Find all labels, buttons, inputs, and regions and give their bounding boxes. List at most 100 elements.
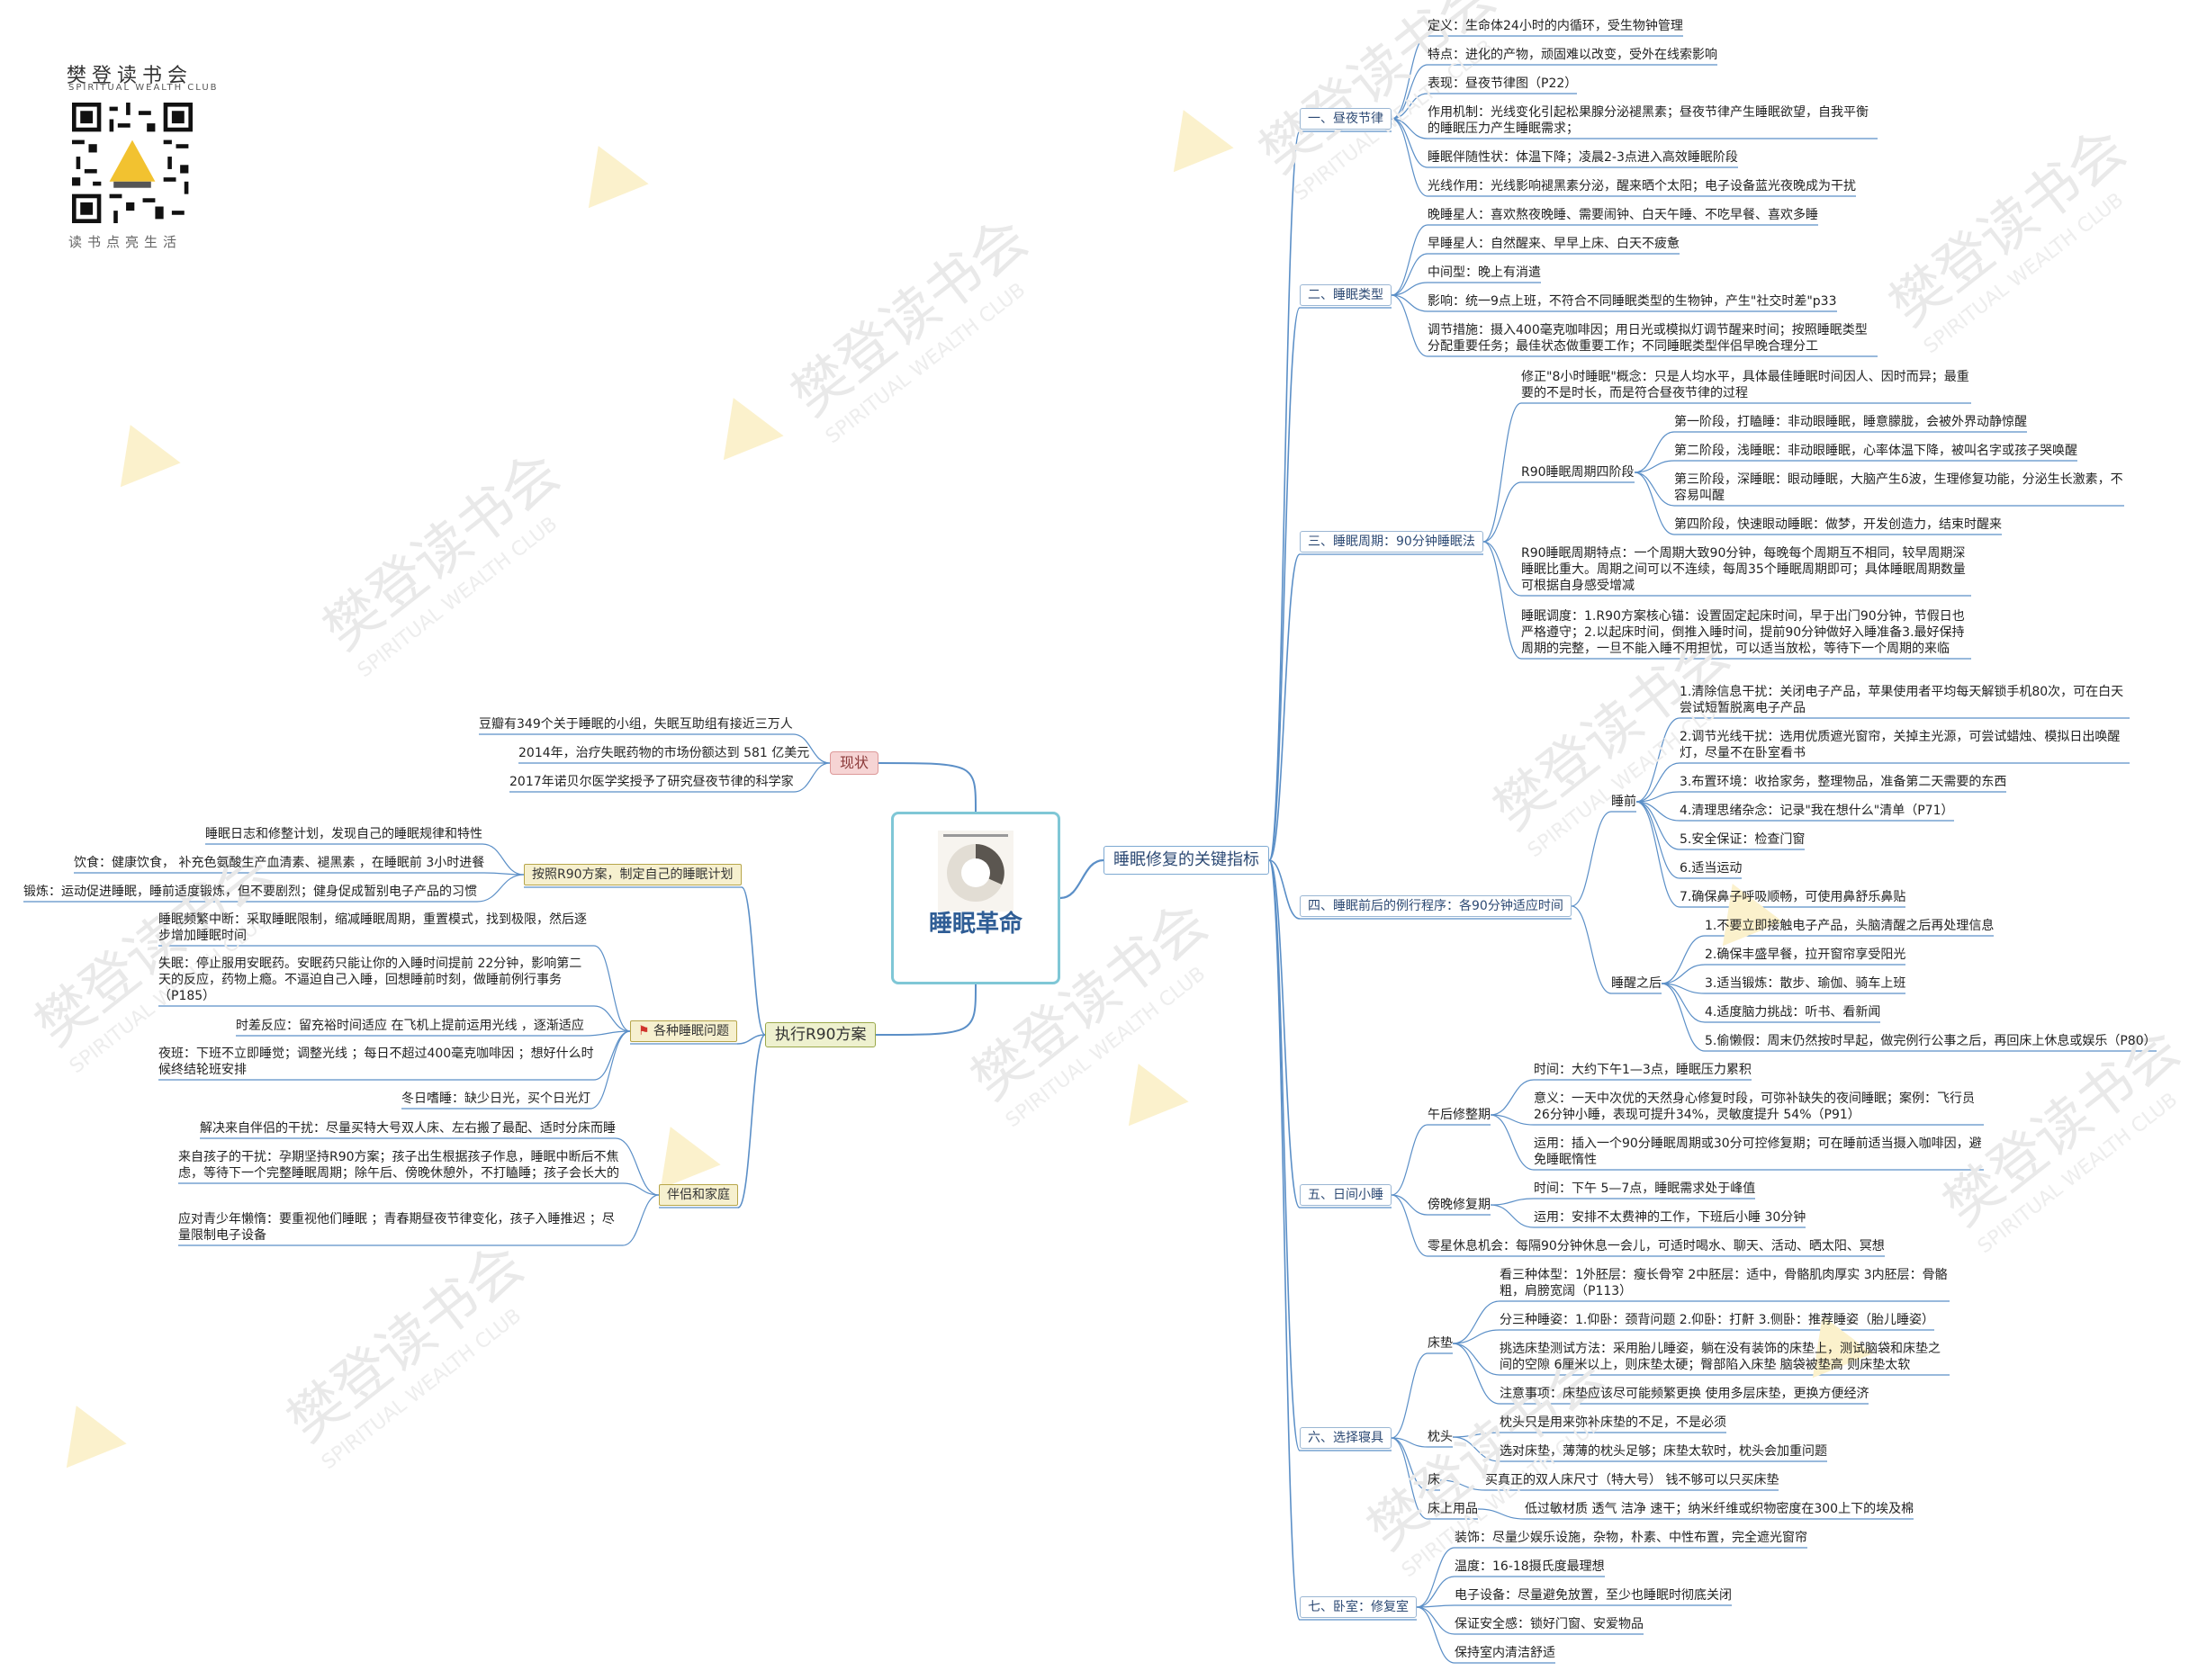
connector (1635, 717, 1680, 803)
connector (1391, 1437, 1428, 1491)
nap-afternoon[interactable]: 午后修整期 (1428, 1108, 1491, 1122)
connector (1268, 130, 1301, 861)
evening-item: 时间：下午 5—7点，睡眠需求处于峰值 (1534, 1181, 1756, 1196)
connector (1634, 431, 1675, 473)
connector (1490, 1198, 1535, 1206)
connector (1416, 1547, 1455, 1608)
section-routines[interactable]: 四、睡眠前后的例行程序：各90分钟适应时间 (1300, 895, 1572, 917)
topic-sleep-problems[interactable]: ⚑ 各种睡眠问题 (630, 1020, 738, 1042)
section-bedroom[interactable]: 七、卧室：修复室 (1300, 1596, 1417, 1618)
topic-r90[interactable]: 执行R90方案 (765, 1022, 877, 1047)
bedding-mattress[interactable]: 床垫 (1428, 1336, 1453, 1351)
connector (793, 762, 831, 793)
sleep-type-item: 晚睡星人：喜欢熬夜晚睡、需要闹钟、白天午睡、不吃早餐、喜欢多睡 (1428, 208, 1818, 222)
central-topic[interactable]: 睡眠革命 (891, 812, 1060, 984)
before-sleep-item: 1.清除信息干扰：关闭电子产品，苹果使用者平均每天解锁手机80次，可在白天尝试短… (1680, 685, 2124, 715)
circadian-item: 光线作用：光线影响褪黑素分泌，醒来晒个太阳；电子设备蓝光夜晚成为干扰 (1428, 179, 1856, 193)
connector (1391, 253, 1428, 296)
afternoon-item: 运用：插入一个90分睡眠周期或30分可控修复期；可在睡前适当摄入咖啡因，避免睡眠… (1534, 1136, 1982, 1167)
plan-item: 锻炼：运动促进睡眠，睡前适度锻炼，但不要剧烈；健身促成暂别电子产品的习惯 (23, 885, 477, 899)
connector (1268, 307, 1301, 861)
connector (1391, 224, 1428, 296)
after-waking-item: 4.适度脑力挑战：听书、看新闻 (1705, 1005, 1881, 1020)
connector (1571, 905, 1612, 994)
status-item: 2014年，治疗失眠药物的市场份额达到 581 亿美元 (518, 746, 810, 760)
connector (1490, 1114, 1535, 1171)
sleep-type-item: 中间型：晚上有消遣 (1428, 265, 1541, 280)
connector (1635, 801, 1680, 879)
qr-code (72, 103, 193, 223)
topic-r90-plan[interactable]: 按照R90方案，制定自己的睡眠计划 (524, 864, 742, 885)
bed-item: 买真正的双人床尺寸（特大号） 钱不够可以只买床垫 (1485, 1473, 1779, 1487)
section-sleep-cycle[interactable]: 三、睡眠周期：90分钟睡眠法 (1300, 531, 1483, 553)
phase-item: 第四阶段，快速眼动睡眠：做梦，开发创造力，结束时醒来 (1674, 517, 2002, 532)
connector (1416, 1576, 1455, 1608)
connector (1482, 402, 1522, 543)
section-daytime-naps[interactable]: 五、日间小睡 (1300, 1184, 1392, 1206)
before-sleep-item: 4.清理思绪杂念：记录"我在想什么"清单（P71） (1680, 804, 1954, 818)
connector (741, 886, 766, 1036)
after-waking-item: 3.适当锻炼：散步、瑜伽、骑车上班 (1705, 976, 1906, 991)
sleep-cycle-item: R90睡眠周期特点：一个周期大致90分钟，每晚每个周期互不相同，较早周期深睡眠比… (1521, 546, 1966, 593)
family-item: 解决来自伴侣的干扰：尽量买特大号双人床、左右搬了最配、适时分床而睡 (200, 1121, 616, 1136)
topic-key-indicators[interactable]: 睡眠修复的关键指标 (1104, 846, 1269, 875)
nap-evening[interactable]: 傍晚修复期 (1428, 1198, 1491, 1212)
sleep-cycle-phases[interactable]: R90睡眠周期四阶段 (1521, 465, 1635, 480)
bedroom-item: 温度：16-18摄氏度最理想 (1455, 1559, 1605, 1574)
connector (1490, 1204, 1535, 1228)
bedding-linen[interactable]: 床上用品 (1428, 1502, 1478, 1516)
connector (1391, 118, 1428, 168)
connector (1661, 964, 1706, 984)
section-bedding[interactable]: 六、选择寝具 (1300, 1427, 1392, 1449)
circadian-item: 定义：生命体24小时的内循环，受生物钟管理 (1428, 19, 1683, 33)
topic-status[interactable]: 现状 (830, 751, 879, 775)
before-sleep-item: 2.调节光线干扰：选用优质遮光窗帘，关掉主光源，可尝试蜡烛、模拟日出唤醒灯，尽量… (1680, 730, 2121, 760)
after-waking-item: 2.确保丰盛早餐，拉开窗帘享受阳光 (1705, 948, 1906, 962)
nap-rest: 零星休息机会：每隔90分钟休息一会儿，可适时喝水、聊天、活动、晒太阳、冥想 (1428, 1239, 1885, 1253)
circadian-item: 睡眠伴随性状：体温下降；凌晨2-3点进入高效睡眠阶段 (1428, 150, 1738, 165)
connector (622, 1194, 660, 1246)
connector (1482, 541, 1522, 597)
connector (1635, 801, 1680, 908)
connector (1391, 93, 1428, 120)
bedroom-item: 电子设备：尽量避免放置，至少也睡眠时彻底关闭 (1455, 1588, 1732, 1603)
problem-item: 睡眠频繁中断：采取睡眠限制，缩减睡眠周期，重置模式，找到极限，然后逐步增加睡眠时… (158, 912, 587, 943)
connector (583, 1030, 631, 1037)
connector (1477, 1508, 1526, 1520)
connector (1391, 1194, 1428, 1216)
connector (1661, 983, 1706, 1023)
routine-before-sleep[interactable]: 睡前 (1611, 795, 1636, 809)
connector (1571, 811, 1612, 907)
bedding-pillow[interactable]: 枕头 (1428, 1430, 1453, 1444)
sleep-type-item: 早睡星人：自然醒来、早早上床、白天不疲惫 (1428, 237, 1680, 251)
problem-item: 冬日嗜睡：缺少日光，买个日光灯 (401, 1092, 590, 1106)
connector (1634, 472, 1675, 507)
connector (1490, 1079, 1535, 1116)
connector (1452, 1343, 1500, 1405)
connector (792, 733, 831, 764)
central-title: 睡眠革命 (928, 911, 1022, 938)
status-item: 2017年诺贝尔医学奖授予了研究昼夜节律的科学家 (509, 775, 794, 789)
connector (1268, 859, 1301, 1621)
connector (1452, 1436, 1500, 1462)
section-circadian[interactable]: 一、昼夜节律 (1300, 108, 1392, 130)
plan-item: 睡眠日志和修整计划，发现自己的睡眠规律和特性 (205, 827, 482, 841)
phase-item: 第二阶段，浅睡眠：非动眼睡眠，心率体温下降，被叫名字或孩子哭唤醒 (1674, 444, 2077, 458)
bedding-bed[interactable]: 床 (1428, 1473, 1440, 1487)
section-sleep-types[interactable]: 二、睡眠类型 (1300, 284, 1392, 306)
connector (1391, 1124, 1428, 1196)
afternoon-item: 意义：一天中次优的天然身心修复时段，可弥补缺失的夜间睡眠；案例：飞行员26分钟小… (1534, 1092, 1975, 1122)
pillow-item: 枕头只是用来弥补床垫的不足，不是必须 (1500, 1415, 1726, 1430)
evening-item: 运用：安排不太费神的工作，下班后小睡 30分钟 (1534, 1210, 1806, 1225)
family-item: 应对青少年懒惰：要重视他们睡眠 ；青春期昼夜节律变化，孩子入睡推迟 ；尽量限制电… (178, 1212, 615, 1243)
connector (1268, 859, 1301, 1451)
sleep-type-item: 影响：统一9点上班，不符合不同睡眠类型的生物钟，产生"社交时差"p33 (1428, 294, 1837, 309)
connector (622, 1182, 660, 1196)
connector (1268, 859, 1301, 1208)
routine-after-waking[interactable]: 睡醒之后 (1611, 976, 1662, 991)
phase-item: 第一阶段，打瞌睡：非动眼睡眠，睡意朦胧，会被外界动静惊醒 (1674, 415, 2027, 429)
mattress-item: 挑选床垫测试方法：采用胎儿睡姿，躺在没有装饰的床垫上，测试脑袋和床垫之间的空隙 … (1500, 1342, 1941, 1372)
connector (1490, 1114, 1535, 1126)
connector (593, 1005, 631, 1032)
topic-family[interactable]: 伴侣和家庭 (659, 1184, 738, 1206)
